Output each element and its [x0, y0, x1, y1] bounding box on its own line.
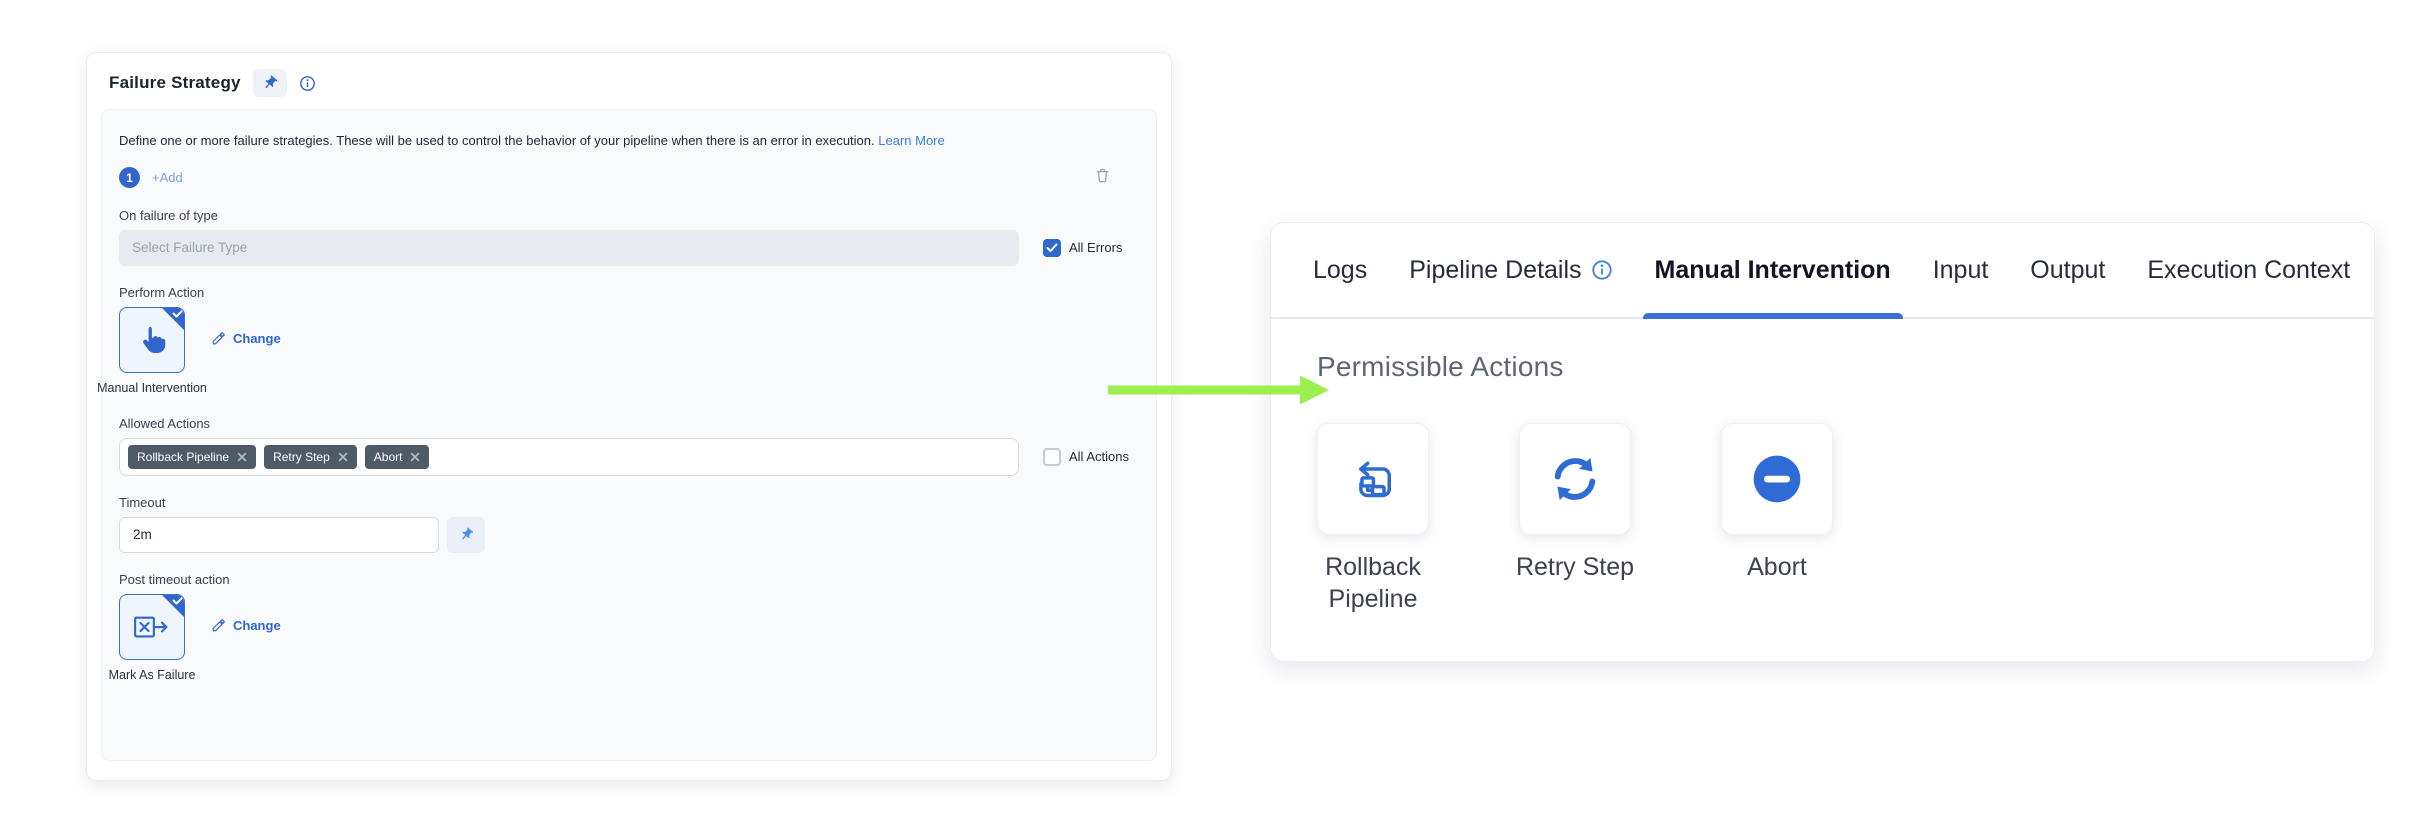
perform-action-label: Perform Action: [119, 284, 205, 300]
failure-strategy-form: Define one or more failure strategies. T…: [97, 109, 1157, 761]
failure-strategy-header: Failure Strategy: [87, 53, 1171, 109]
abort-icon: [1753, 455, 1801, 503]
perform-action-value: Manual Intervention: [97, 380, 207, 395]
failure-type-input[interactable]: [119, 229, 1019, 266]
tab-label: Input: [1932, 255, 1989, 284]
pin-icon: [265, 75, 277, 89]
tab-pipeline-details[interactable]: Pipeline Details: [1409, 223, 1612, 317]
panel-title: Failure Strategy: [109, 73, 241, 92]
permissible-actions-heading: Permissible Actions: [1317, 351, 1564, 382]
action-abort: Abort: [1721, 423, 1833, 615]
tab-label: Execution Context: [2147, 255, 2351, 284]
timeout-pin-button[interactable]: [447, 516, 485, 553]
manual-intervention-card[interactable]: [119, 306, 185, 373]
post-timeout-label: Post timeout action: [119, 571, 230, 587]
tab-label: Logs: [1313, 255, 1368, 284]
tab-label: Output: [2030, 255, 2106, 284]
pencil-icon: [212, 332, 225, 345]
strategy-description: Define one or more failure strategies. T…: [119, 132, 1139, 151]
timeout-input[interactable]: [119, 516, 439, 553]
all-errors-checkbox[interactable]: All Errors: [1043, 238, 1123, 257]
info-icon[interactable]: [299, 75, 316, 92]
change-post-timeout-button[interactable]: Change: [211, 618, 281, 633]
tab-logs[interactable]: Logs: [1313, 223, 1367, 317]
tag-retry-step[interactable]: Retry Step: [264, 444, 357, 469]
tag-label: Retry Step: [273, 449, 330, 464]
green-arrow-icon: [1108, 375, 1329, 405]
tag-label: Rollback Pipeline: [137, 449, 230, 464]
strategy-number-badge[interactable]: 1: [119, 167, 140, 189]
timeout-label: Timeout: [119, 494, 166, 510]
tag-rollback-pipeline[interactable]: Rollback Pipeline: [128, 444, 257, 469]
action-label: Rollback Pipeline: [1325, 553, 1421, 613]
remove-tag-icon[interactable]: [410, 452, 420, 462]
execution-details-panel: Logs Pipeline Details Manual Interventio…: [1270, 222, 2375, 662]
allowed-actions-label: Allowed Actions: [119, 415, 211, 431]
zoom-callout-arrow: [1108, 374, 1330, 411]
selected-check-icon: [162, 594, 184, 617]
rollback-pipeline-icon: [1359, 461, 1391, 498]
retry-step-button[interactable]: [1519, 423, 1631, 535]
strategy-list-row: 1 +Add: [119, 167, 1139, 189]
tab-label: Manual Intervention: [1654, 255, 1891, 284]
action-label: Retry Step: [1515, 553, 1635, 581]
all-actions-checkbox[interactable]: All Actions: [1043, 447, 1129, 466]
tab-label: Pipeline Details: [1409, 255, 1582, 284]
action-rollback-pipeline: Rollback Pipeline: [1317, 423, 1429, 615]
retry-step-icon: [1554, 457, 1596, 501]
info-icon: [1591, 260, 1612, 280]
selected-check-icon: [162, 307, 184, 330]
action-label: Abort: [1747, 553, 1807, 581]
post-timeout-value: Mark As Failure: [108, 667, 196, 682]
learn-more-link[interactable]: Learn More: [878, 133, 945, 148]
allowed-actions-input[interactable]: Rollback Pipeline Retry Step Abort: [119, 437, 1019, 476]
tab-execution-context[interactable]: Execution Context: [2147, 223, 2350, 317]
trash-icon: [1096, 168, 1109, 183]
hand-pointer-icon: [143, 326, 166, 353]
delete-strategy-button[interactable]: [1094, 167, 1111, 189]
tab-input[interactable]: Input: [1933, 223, 1989, 317]
change-action-button[interactable]: Change: [211, 331, 281, 346]
remove-tag-icon[interactable]: [338, 452, 348, 462]
remove-tag-icon[interactable]: [237, 452, 247, 462]
all-actions-label: All Actions: [1069, 449, 1129, 465]
failure-strategy-panel: Failure Strategy Define one or more fail…: [86, 52, 1172, 781]
change-label: Change: [233, 330, 281, 346]
tab-manual-intervention[interactable]: Manual Intervention: [1642, 223, 1903, 319]
tab-output[interactable]: Output: [2030, 223, 2105, 317]
mark-as-failure-card[interactable]: [119, 593, 185, 660]
tag-label: Abort: [373, 449, 403, 464]
checkbox-unchecked-icon: [1043, 447, 1061, 466]
on-failure-label: On failure of type: [119, 207, 218, 223]
permissible-actions-list: Rollback Pipeline Retry Step: [1317, 423, 2328, 615]
checkbox-checked-icon: [1043, 238, 1061, 257]
tag-abort[interactable]: Abort: [364, 444, 430, 469]
change-label: Change: [233, 617, 281, 633]
pencil-icon: [212, 618, 225, 632]
action-retry-step: Retry Step: [1516, 423, 1634, 615]
execution-tabs: Logs Pipeline Details Manual Interventio…: [1271, 223, 2374, 319]
pin-button[interactable]: [252, 69, 287, 97]
rollback-pipeline-button[interactable]: [1317, 423, 1429, 535]
all-errors-label: All Errors: [1069, 240, 1123, 256]
pin-icon: [461, 527, 473, 540]
add-strategy-button[interactable]: +Add: [152, 170, 183, 186]
abort-button[interactable]: [1721, 423, 1833, 535]
mark-as-failure-icon: [134, 616, 168, 638]
description-text: Define one or more failure strategies. T…: [119, 133, 875, 148]
